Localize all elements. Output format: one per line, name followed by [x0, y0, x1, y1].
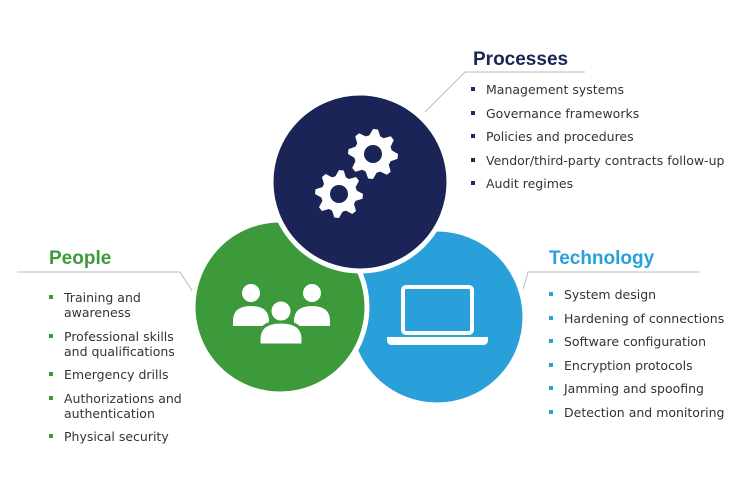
- gear-icon: [315, 170, 363, 218]
- processes-circle: [268, 90, 452, 274]
- bullet-icon: [49, 434, 53, 438]
- bullet-icon: [471, 87, 475, 91]
- bullet-icon: [471, 181, 475, 185]
- people-item: Physical security: [49, 429, 184, 444]
- processes-item-label: Audit regimes: [486, 176, 574, 191]
- bullet-icon: [549, 339, 553, 343]
- people-item-label: Professional skills and qualifications: [64, 328, 175, 359]
- people-item: Authorizations and authentication: [49, 391, 184, 421]
- gear-icon: [348, 129, 398, 179]
- technology-item: Software configuration: [549, 334, 739, 349]
- gears-icon: [315, 129, 398, 218]
- technology-item-label: System design: [564, 287, 657, 302]
- people-item-label: Training and awareness: [64, 290, 141, 320]
- technology-item-label: Detection and monitoring: [564, 404, 725, 420]
- people-item-label: Emergency drills: [64, 367, 169, 382]
- bullet-icon: [549, 315, 553, 320]
- people-item: Training and awareness: [49, 290, 184, 320]
- bullet-icon: [549, 362, 553, 367]
- people-item-label: Physical security: [64, 429, 169, 444]
- technology-item-label: Hardening of connections: [564, 310, 725, 326]
- technology-item-label: Jamming and spoofing: [564, 381, 704, 396]
- processes-item: Policies and procedures: [471, 129, 741, 144]
- bullet-icon: [49, 395, 53, 400]
- technology-item-label: Encryption protocols: [564, 357, 693, 373]
- processes-item-label: Policies and procedures: [486, 129, 634, 144]
- bullet-icon: [549, 409, 553, 414]
- people-item: Emergency drills: [49, 367, 184, 382]
- technology-item-label: Software configuration: [564, 334, 706, 349]
- technology-item: Hardening of connections: [549, 311, 739, 326]
- people-item-label: Authorizations and authentication: [64, 390, 182, 421]
- bullet-icon: [471, 110, 475, 115]
- group-of-people-icon: [233, 284, 330, 347]
- processes-item: Audit regimes: [471, 176, 741, 191]
- people-item: Professional skills and qualifications: [49, 329, 184, 359]
- people-leader-line: [17, 271, 199, 301]
- processes-item-label: Vendor/third-party contracts follow-up: [486, 152, 725, 168]
- bullet-icon: [549, 292, 553, 296]
- bullet-icon: [49, 333, 53, 338]
- laptop-icon: [387, 285, 488, 345]
- bullet-icon: [471, 157, 475, 162]
- bullet-icon: [549, 386, 553, 390]
- processes-item: Management systems: [471, 82, 741, 97]
- processes-item: Governance frameworks: [471, 106, 741, 121]
- processes-item-label: Management systems: [486, 82, 625, 97]
- technology-item: System design: [549, 287, 739, 302]
- technology-item: Jamming and spoofing: [549, 381, 739, 396]
- bullet-icon: [471, 134, 475, 138]
- bullet-icon: [49, 372, 53, 376]
- processes-leader-line: [424, 71, 585, 113]
- processes-item-label: Governance frameworks: [486, 105, 640, 121]
- processes-item: Vendor/third-party contracts follow-up: [471, 153, 741, 168]
- people-title: People: [49, 248, 112, 269]
- technology-item: Detection and monitoring: [549, 405, 739, 420]
- processes-title: Processes: [473, 49, 569, 70]
- technology-title: Technology: [549, 248, 655, 269]
- technology-item: Encryption protocols: [549, 358, 739, 373]
- bullet-icon: [49, 295, 53, 299]
